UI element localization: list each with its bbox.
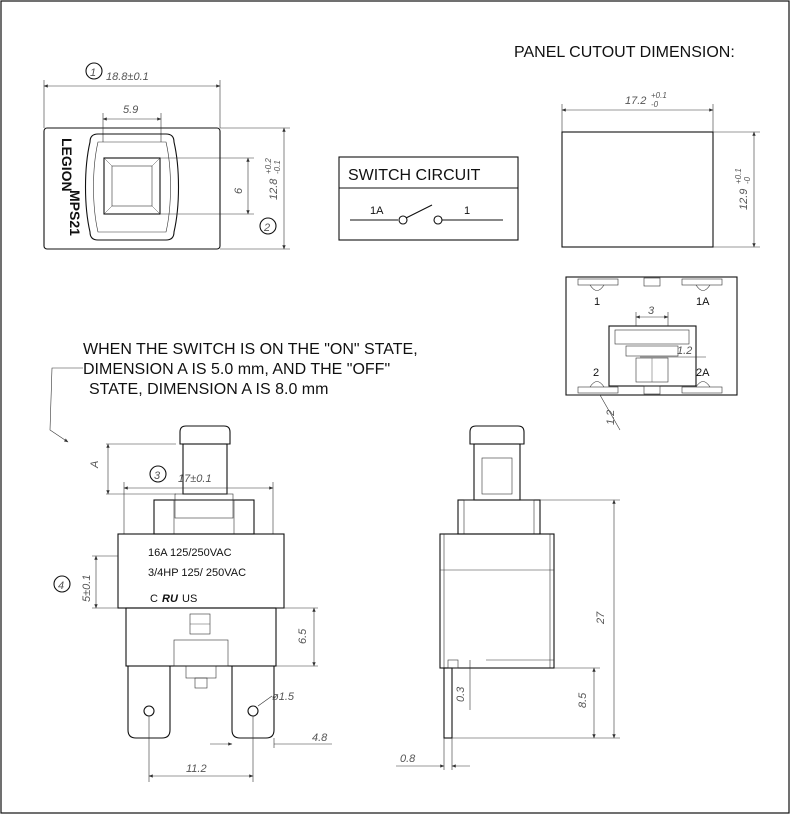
dim-side-0-3: 0.3 — [455, 686, 467, 702]
dim-side-8-5: 8.5 — [577, 692, 589, 708]
front-face-view: 1 18.8±0.1 5.9 6 12.8 +0.2 -0.1 2 — [43, 62, 290, 250]
rear-terminal-view: 1 1A 3 1.2 2 2A 1.2 — [565, 276, 738, 431]
dim-front-5: 5±0.1 — [81, 575, 93, 602]
dim-height-right: 12.8 — [268, 178, 280, 200]
dim-rear-small: 1.2 — [677, 345, 692, 357]
dim-button-width: 5.9 — [123, 104, 138, 116]
callout-4: 4 — [58, 580, 64, 592]
note-dimension-a: WHEN THE SWITCH IS ON THE "ON" STATE, DI… — [49, 341, 418, 443]
rating-line-1: 16A 125/250VAC — [148, 547, 232, 559]
callout-2: 2 — [263, 222, 270, 234]
note-line-3: STATE, DIMENSION A IS 8.0 mm — [89, 381, 328, 398]
dim-front-width: 17±0.1 — [178, 473, 212, 485]
cert-c: C — [150, 593, 158, 605]
dim-rear-bottom: 1.2 — [605, 410, 617, 425]
dim-side-0-8: 0.8 — [400, 753, 416, 765]
switch-circuit-box: SWITCH CIRCUIT 1A 1 — [338, 156, 519, 241]
dim-a: A — [89, 461, 101, 469]
rear-terminal-1a: 1A — [696, 296, 710, 308]
brand-line1: LEGION — [59, 138, 75, 192]
panel-cutout-title: PANEL CUTOUT DIMENSION: — [514, 44, 735, 61]
dim-height-right-tol-lower: -0.1 — [273, 160, 282, 174]
rating-line-2: 3/4HP 125/ 250VAC — [148, 567, 246, 579]
dim-cutout-width: 17.2 — [625, 95, 646, 107]
rear-terminal-2: 2 — [593, 367, 599, 379]
circuit-terminal-1a: 1A — [370, 205, 384, 217]
note-line-1: WHEN THE SWITCH IS ON THE "ON" STATE, — [83, 341, 418, 358]
dim-width-top: 18.8±0.1 — [106, 71, 149, 83]
note-line-2: DIMENSION A IS 5.0 mm, AND THE "OFF" — [83, 361, 390, 378]
cert-us: US — [182, 593, 197, 605]
side-view: 27 8.5 0.3 0.8 — [396, 425, 620, 770]
dim-cutout-width-tol-lower: -0 — [651, 100, 659, 109]
dim-cutout-height-tol-upper: +0.1 — [734, 168, 743, 184]
rear-terminal-1: 1 — [594, 296, 600, 308]
rear-terminal-2a: 2A — [696, 367, 710, 379]
circuit-terminal-1: 1 — [464, 205, 470, 217]
dim-button-height: 6 — [233, 187, 245, 194]
dim-pitch: 11.2 — [186, 763, 207, 775]
panel-cutout-view: PANEL CUTOUT DIMENSION: 17.2 +0.1 -0 12.… — [514, 44, 760, 248]
dim-rear-gap: 3 — [648, 305, 655, 317]
dim-side-27: 27 — [595, 611, 607, 625]
callout-3: 3 — [154, 470, 161, 482]
brand-line2: MPS21 — [67, 190, 83, 236]
dim-height-right-tol-upper: +0.2 — [264, 158, 273, 174]
callout-1: 1 — [90, 67, 96, 79]
dim-cutout-height-tol-lower: -0 — [743, 176, 752, 184]
dim-cutout-width-tol-upper: +0.1 — [651, 91, 667, 100]
dim-hole: ø1.5 — [272, 691, 295, 703]
dim-cutout-height: 12.9 — [738, 189, 750, 210]
dim-tab-4-8: 4.8 — [312, 732, 328, 744]
switch-circuit-title: SWITCH CIRCUIT — [348, 167, 481, 184]
dim-front-6-5: 6.5 — [297, 628, 309, 644]
cert-mark: RU — [162, 593, 179, 605]
front-side-view: A 3 17±0.1 16A 125/250VAC 3/4HP 125/ 250… — [53, 425, 332, 782]
